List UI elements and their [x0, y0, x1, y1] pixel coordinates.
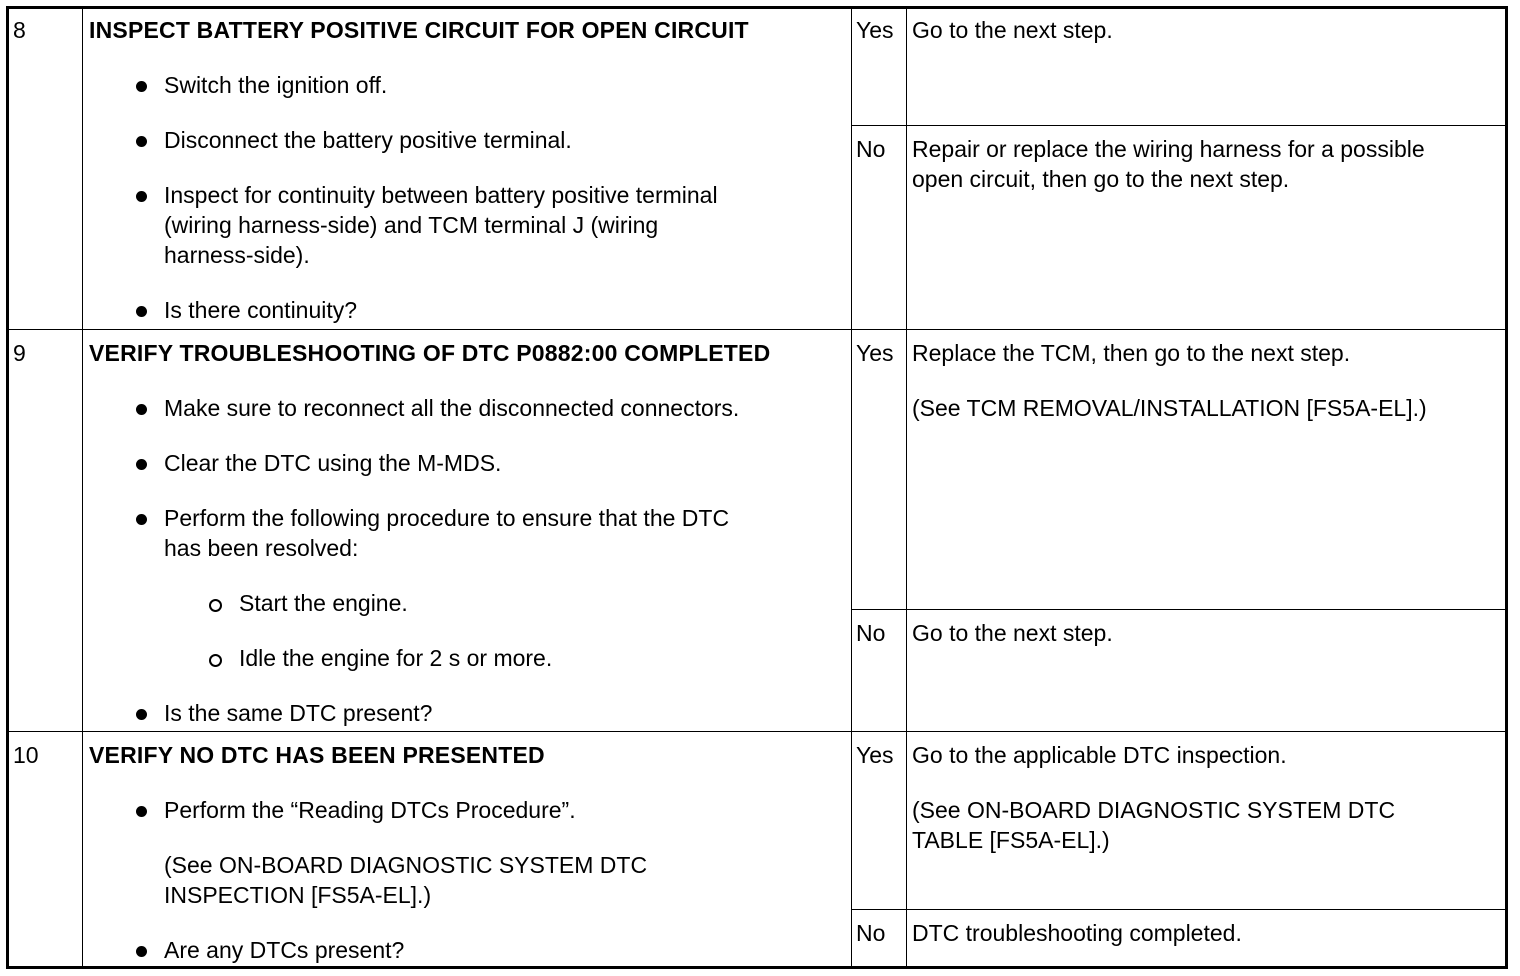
yes-result: Go to the next step. — [912, 17, 1113, 43]
yes-label: Yes — [856, 340, 894, 366]
step-number: 8 — [13, 17, 26, 43]
yes-no-divider-8 — [851, 125, 1505, 126]
list-item-continuation: (wiring harness-side) and TCM terminal J… — [164, 212, 659, 238]
list-item: Is there continuity? — [164, 297, 358, 323]
yes-result: Replace the TCM, then go to the next ste… — [912, 340, 1351, 366]
yes-result-reference: TABLE [FS5A-EL].) — [912, 827, 1110, 853]
list-item-continuation: has been resolved: — [164, 535, 359, 561]
list-item: Switch the ignition off. — [164, 72, 388, 98]
column-divider-step — [82, 9, 83, 966]
list-item-continuation: harness-side). — [164, 242, 310, 268]
bullet-icon — [136, 404, 147, 415]
bullet-icon — [136, 136, 147, 147]
bullet-icon — [136, 81, 147, 92]
bullet-icon — [136, 459, 147, 470]
yes-label: Yes — [856, 742, 894, 768]
yes-no-divider-10 — [851, 909, 1505, 910]
bullet-icon — [136, 806, 147, 817]
yes-result-reference: (See ON-BOARD DIAGNOSTIC SYSTEM DTC — [912, 797, 1396, 823]
yes-result: Go to the applicable DTC inspection. — [912, 742, 1287, 768]
bullet-icon — [136, 514, 147, 525]
no-result: Go to the next step. — [912, 620, 1113, 646]
list-item: Inspect for continuity between battery p… — [164, 182, 718, 208]
bullet-icon — [136, 946, 147, 957]
list-item: Clear the DTC using the M-MDS. — [164, 450, 502, 476]
list-item: Perform the “Reading DTCs Procedure”. — [164, 797, 576, 823]
yes-label: Yes — [856, 17, 894, 43]
bullet-icon — [136, 191, 147, 202]
no-label: No — [856, 920, 886, 946]
no-result-continuation: open circuit, then go to the next step. — [912, 166, 1290, 192]
bullet-icon — [136, 306, 147, 317]
row-divider-8-9 — [9, 329, 1505, 330]
troubleshooting-table: 8 INSPECT BATTERY POSITIVE CIRCUIT FOR O… — [6, 6, 1508, 969]
step-title: INSPECT BATTERY POSITIVE CIRCUIT FOR OPE… — [89, 17, 749, 43]
list-item: Perform the following procedure to ensur… — [164, 505, 730, 531]
step-number: 10 — [13, 742, 39, 768]
yes-result-reference: (See TCM REMOVAL/INSTALLATION [FS5A-EL].… — [912, 395, 1427, 421]
sub-list-item: Idle the engine for 2 s or more. — [239, 645, 553, 671]
step-title: VERIFY TROUBLESHOOTING OF DTC P0882:00 C… — [89, 340, 771, 366]
list-item: Are any DTCs present? — [164, 937, 405, 963]
step-title: VERIFY NO DTC HAS BEEN PRESENTED — [89, 742, 545, 768]
column-divider-action — [851, 9, 852, 966]
no-result: DTC troubleshooting completed. — [912, 920, 1242, 946]
sub-bullet-icon — [209, 599, 222, 612]
no-label: No — [856, 620, 886, 646]
list-item-reference: (See ON-BOARD DIAGNOSTIC SYSTEM DTC — [164, 852, 648, 878]
step-number: 9 — [13, 340, 26, 366]
list-item-reference: INSPECTION [FS5A-EL].) — [164, 882, 432, 908]
list-item: Is the same DTC present? — [164, 700, 433, 726]
no-result: Repair or replace the wiring harness for… — [912, 136, 1425, 162]
yes-no-divider-9 — [851, 609, 1505, 610]
sub-list-item: Start the engine. — [239, 590, 408, 616]
list-item: Make sure to reconnect all the disconnec… — [164, 395, 740, 421]
row-divider-9-10 — [9, 731, 1505, 732]
column-divider-answer — [906, 9, 907, 966]
list-item: Disconnect the battery positive terminal… — [164, 127, 572, 153]
bullet-icon — [136, 709, 147, 720]
sub-bullet-icon — [209, 654, 222, 667]
no-label: No — [856, 136, 886, 162]
